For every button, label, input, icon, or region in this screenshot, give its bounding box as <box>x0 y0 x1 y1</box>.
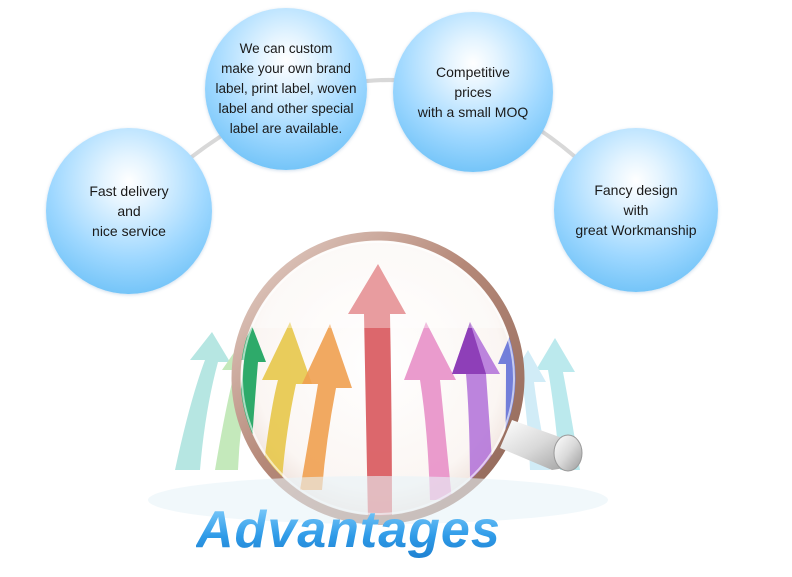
bubble-fancy-design: Fancy design with great Workmanship <box>554 128 718 292</box>
bubble-line: nice service <box>92 223 166 239</box>
bubble-line: make your own brand <box>221 61 351 76</box>
bubble-line: Competitive <box>436 64 510 80</box>
bubble-custom-label: We can custom make your own brand label,… <box>205 8 367 170</box>
bubble-competitive-prices: Competitive prices with a small MOQ <box>393 12 553 172</box>
bubble-fancy-design-text: Fancy design with great Workmanship <box>575 180 696 240</box>
bubble-competitive-prices-text: Competitive prices with a small MOQ <box>418 62 528 122</box>
bubble-line: and <box>117 203 141 219</box>
bubble-line: label, print label, woven <box>215 81 357 96</box>
advantages-title: Advantages <box>196 501 501 559</box>
bubble-line: with a small MOQ <box>417 104 529 120</box>
bubble-line: Fancy design <box>594 182 678 198</box>
bubble-line: with <box>623 202 649 218</box>
bubble-fast-delivery-text: Fast delivery and nice service <box>89 181 168 241</box>
bubble-line: label and other special <box>218 101 354 116</box>
bubble-line: prices <box>454 84 492 100</box>
bubble-line: Fast delivery <box>89 183 169 199</box>
bubble-fast-delivery: Fast delivery and nice service <box>46 128 212 294</box>
bubble-line: We can custom <box>239 41 333 56</box>
bubble-line: label are available. <box>229 121 343 136</box>
bubble-custom-label-text: We can custom make your own brand label,… <box>215 39 356 139</box>
bubble-line: great Workmanship <box>575 222 697 238</box>
